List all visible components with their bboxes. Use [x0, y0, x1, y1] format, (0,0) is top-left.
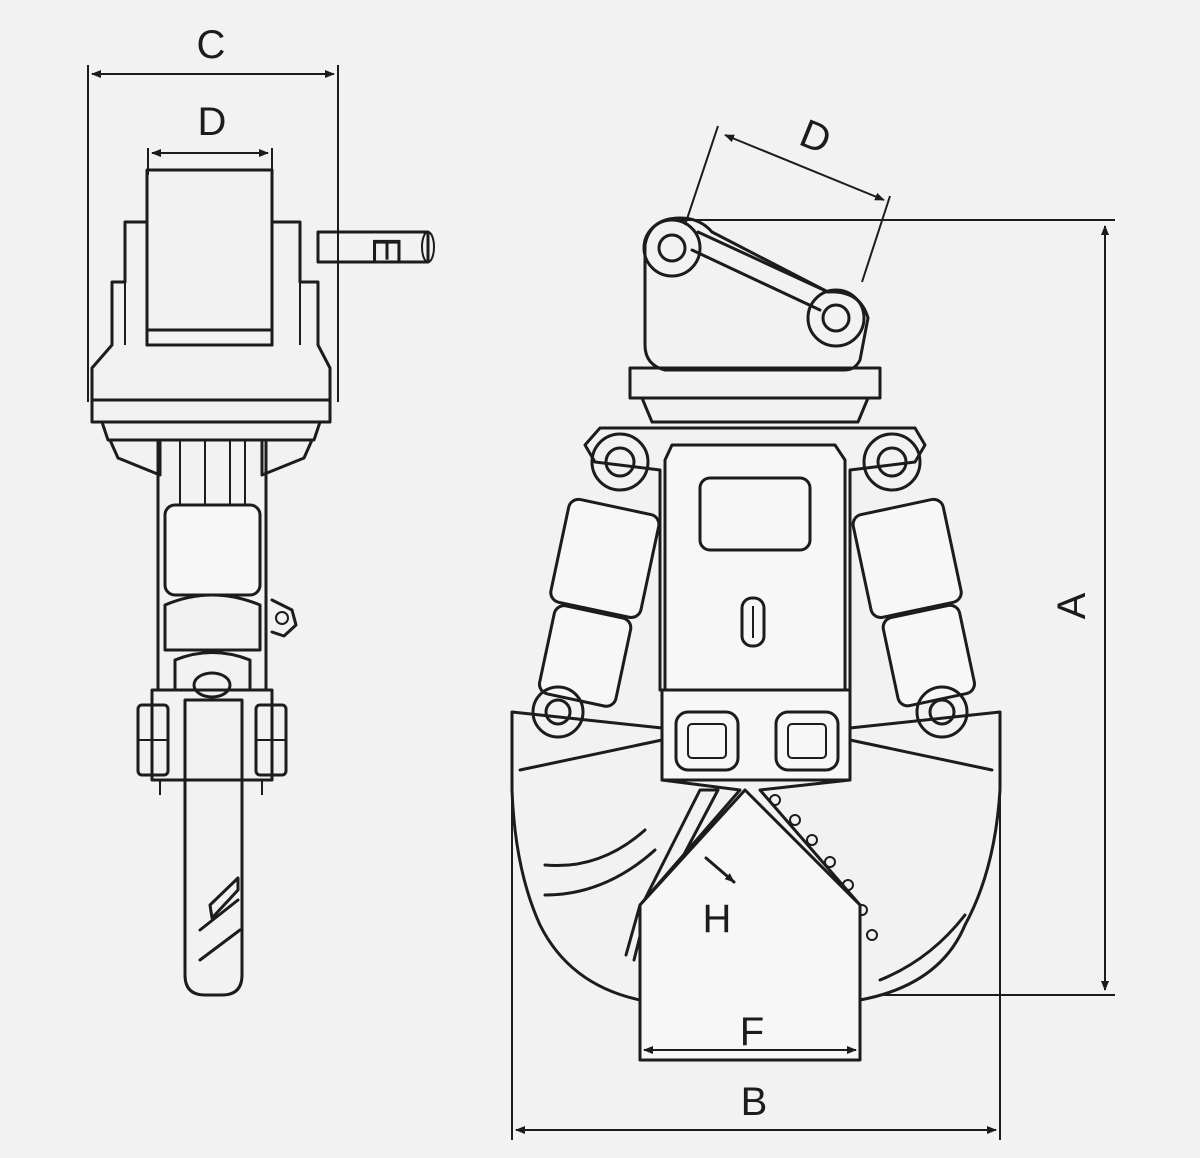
base-plate-top: [90, 398, 332, 424]
pivot-left: [674, 710, 740, 772]
rotation-arrow: [704, 856, 736, 884]
label-d-side: D: [198, 100, 227, 144]
base-plate-bottom: [100, 420, 322, 442]
dim-d-front-line: [724, 134, 885, 201]
pin-e: [316, 230, 430, 264]
yoke-pin-left: [590, 432, 650, 492]
lower-block: [150, 688, 274, 782]
body-window: [698, 476, 812, 552]
mount-bracket: [90, 220, 332, 402]
label-c: C: [197, 23, 226, 67]
label-a: A: [1050, 592, 1094, 619]
center-tine: [638, 788, 862, 1062]
arm-pin-right: [915, 685, 969, 739]
label-b: B: [741, 1080, 768, 1124]
yoke-pin-right: [862, 432, 922, 492]
body-slot: [740, 596, 766, 648]
arm-pin-left: [531, 685, 585, 739]
mount-plate: [145, 168, 274, 347]
side-jaw: [183, 698, 244, 997]
head-pin-bottom: [806, 288, 866, 348]
cylinder-left: [537, 497, 661, 708]
label-d-front: D: [794, 111, 837, 163]
front-view: D A: [510, 111, 1115, 1140]
pivot-right: [774, 710, 840, 772]
front-flange: [628, 366, 882, 400]
side-view: C D E: [87, 23, 435, 997]
label-f: F: [740, 1010, 764, 1054]
label-e: E: [364, 237, 408, 264]
cylinder-right: [851, 497, 976, 708]
head-pin-top: [642, 218, 702, 278]
hose-fitting: [270, 598, 298, 638]
body-center: [663, 443, 847, 692]
pivot-block: [660, 688, 852, 782]
label-h: H: [703, 897, 732, 941]
rotator-motor: [163, 503, 262, 597]
